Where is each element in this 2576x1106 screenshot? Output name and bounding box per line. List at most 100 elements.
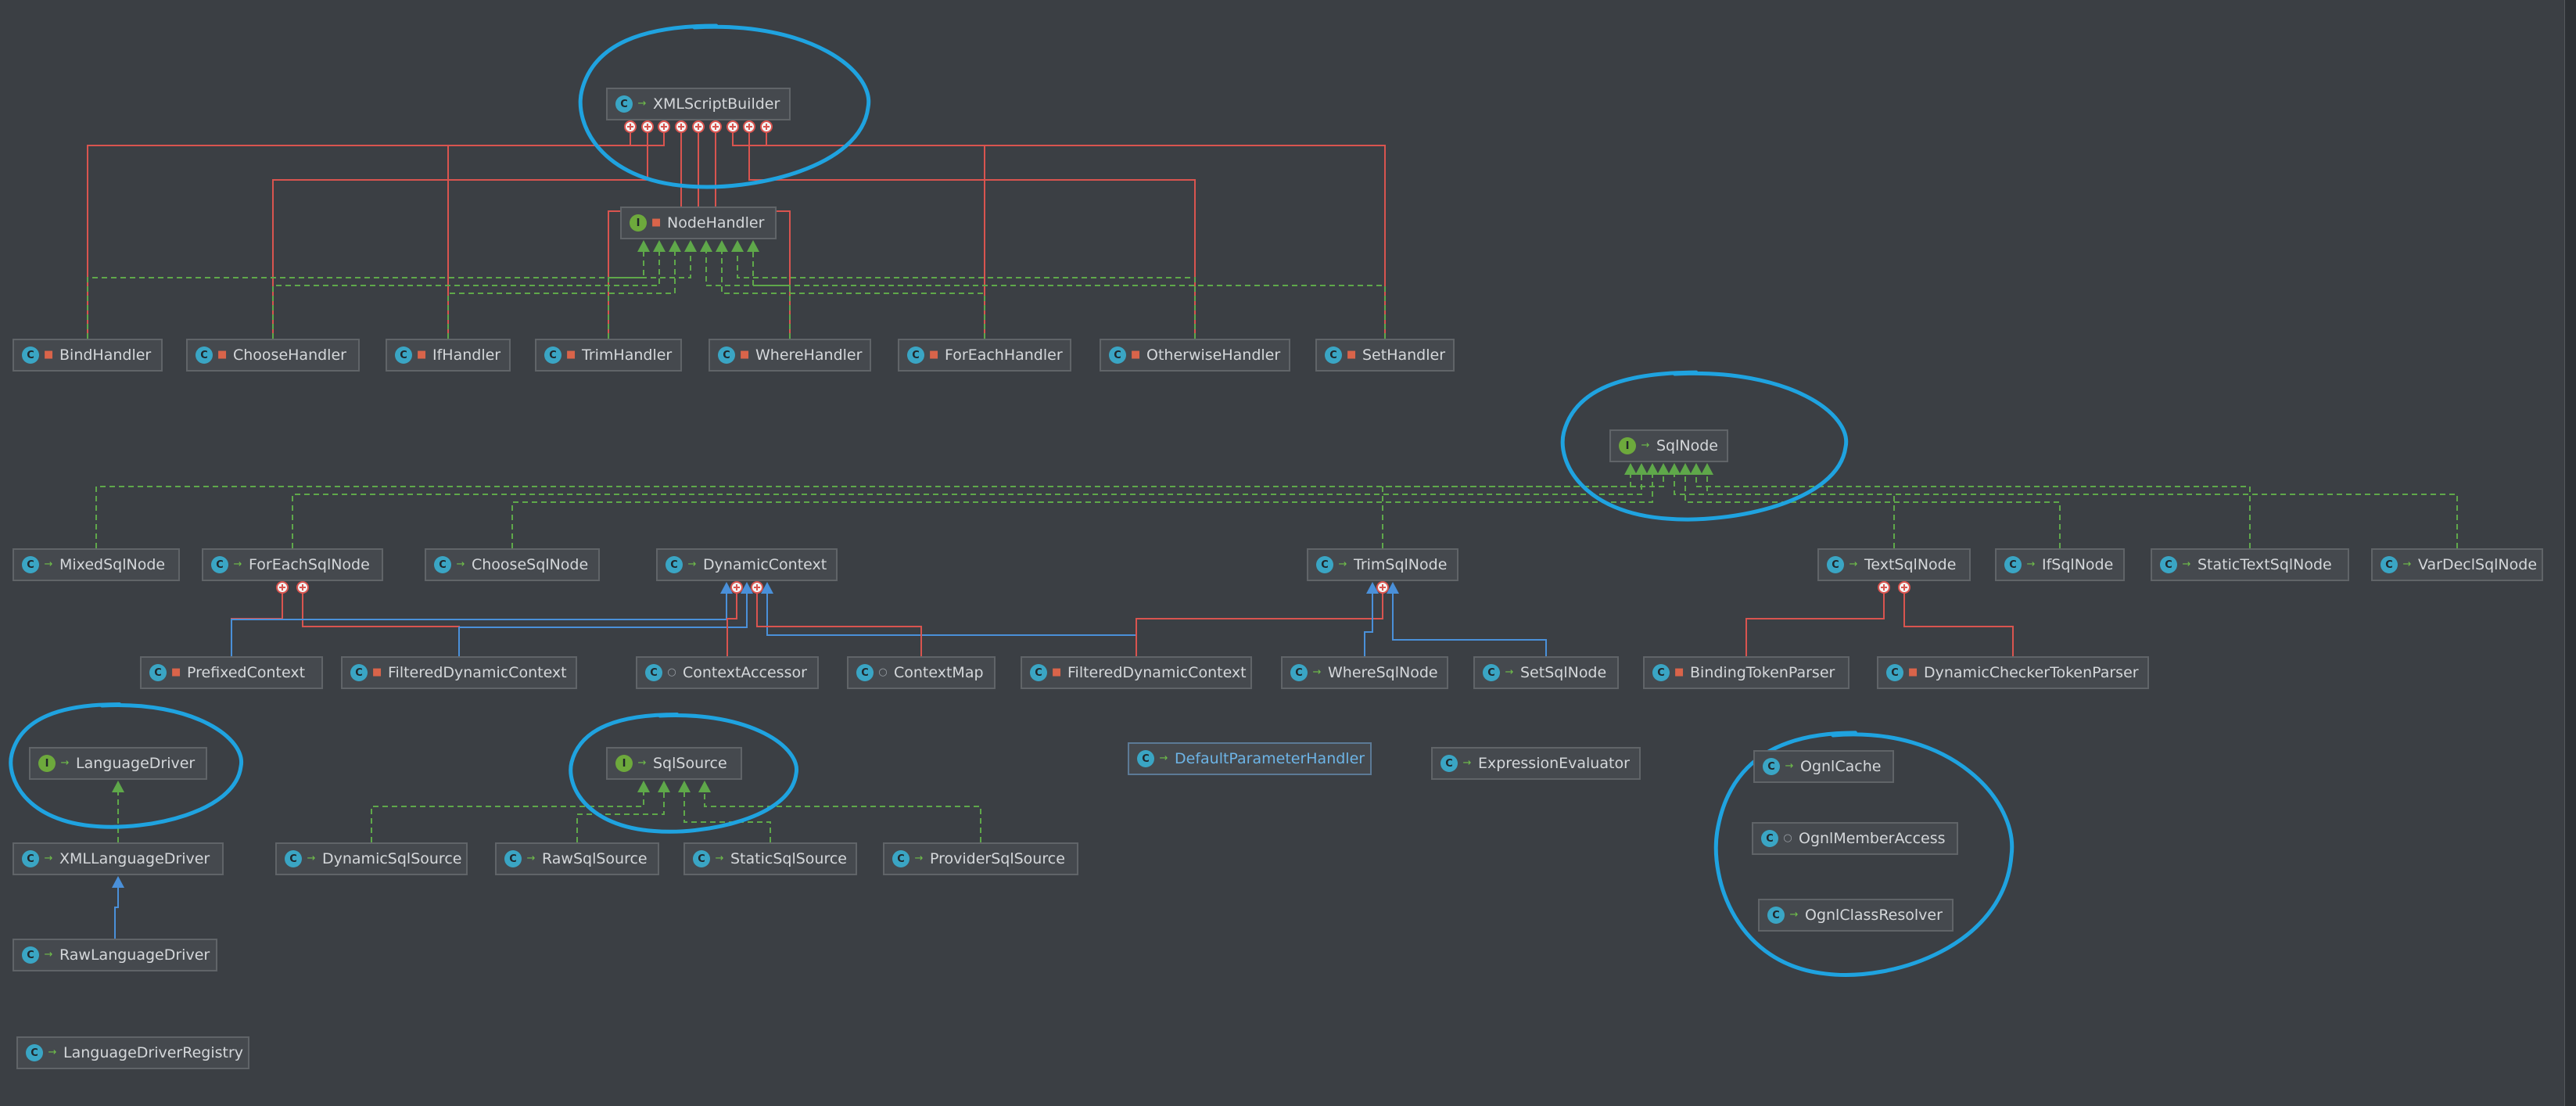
class-node-choosehandler[interactable]: C■ChooseHandler (186, 339, 360, 372)
class-icon: C (26, 1044, 43, 1061)
class-node-staticsqlsource[interactable]: C→StaticSqlSource (683, 842, 857, 875)
class-name: IfSqlNode (2042, 556, 2114, 573)
class-node-trimsqlnode[interactable]: C→TrimSqlNode (1307, 548, 1458, 581)
class-node-statictextsqlnode[interactable]: C→StaticTextSqlNode (2151, 548, 2349, 581)
class-icon: C (1109, 347, 1126, 364)
class-node-dynamiccontext[interactable]: C→DynamicContext (656, 548, 838, 581)
class-node-sethandler[interactable]: C■SetHandler (1315, 339, 1455, 372)
right-scroll-edge[interactable] (2564, 0, 2576, 1106)
class-node-textsqlnode[interactable]: C→TextSqlNode (1817, 548, 1971, 581)
implements-arrowhead (1701, 463, 1713, 475)
public-icon: → (715, 853, 724, 864)
class-node-bindingtokenparser[interactable]: C■BindingTokenParser (1643, 656, 1849, 689)
edge-implements (704, 791, 981, 842)
class-node-trimhandler[interactable]: C■TrimHandler (535, 339, 682, 372)
public-icon: → (637, 757, 647, 769)
interface-icon: I (1619, 437, 1636, 454)
class-node-rawsqlsource[interactable]: C→RawSqlSource (495, 842, 659, 875)
class-node-defaultparameterhandler[interactable]: C→DefaultParameterHandler (1128, 742, 1372, 775)
class-icon: C (196, 347, 213, 364)
class-node-setsqlnode[interactable]: C→SetSqlNode (1473, 656, 1619, 689)
edge-implements (95, 473, 1631, 548)
class-node-bindhandler[interactable]: C■BindHandler (13, 339, 163, 372)
class-node-expressionevaluator[interactable]: C→ExpressionEvaluator (1431, 747, 1641, 780)
extends-arrowhead (720, 582, 733, 594)
class-icon: C (504, 850, 522, 867)
edge-extends (231, 592, 727, 656)
lock-icon: ■ (1908, 666, 1918, 678)
interface-icon: I (630, 214, 647, 232)
lock-icon: ■ (1131, 349, 1141, 361)
class-icon: C (907, 347, 924, 364)
class-node-ifsqlnode[interactable]: C→IfSqlNode (1995, 548, 2125, 581)
class-node-sqlnode[interactable]: I→SqlNode (1609, 429, 1728, 462)
class-icon: C (22, 556, 39, 573)
class-node-wheresqlnode[interactable]: C→WhereSqlNode (1281, 656, 1448, 689)
class-name: DynamicContext (703, 556, 827, 573)
class-node-dynamicsqlsource[interactable]: C→DynamicSqlSource (275, 842, 468, 875)
class-node-contextaccessor[interactable]: C○ContextAccessor (636, 656, 819, 689)
class-node-providersqlsource[interactable]: C→ProviderSqlSource (883, 842, 1078, 875)
class-icon: C (718, 347, 735, 364)
class-icon: C (1827, 556, 1844, 573)
class-name: ProviderSqlSource (930, 850, 1065, 867)
class-name: ForEachHandler (945, 347, 1063, 364)
class-icon: C (1767, 907, 1785, 924)
public-icon: → (44, 558, 53, 570)
class-icon: C (1137, 750, 1154, 767)
class-node-choosesqlnode[interactable]: C→ChooseSqlNode (425, 548, 600, 581)
implements-arrowhead (653, 240, 666, 252)
implements-arrowhead (1690, 463, 1702, 475)
class-node-ognlcache[interactable]: C→OgnlCache (1753, 750, 1894, 783)
circle-sqlnode (1560, 370, 1849, 522)
public-icon: → (48, 1047, 57, 1058)
class-node-rawlanguagedriver[interactable]: C→RawLanguageDriver (13, 939, 217, 971)
class-node-mixedsqlnode[interactable]: C→MixedSqlNode (13, 548, 180, 581)
class-node-languagedriverregistry[interactable]: C→LanguageDriverRegistry (16, 1036, 249, 1069)
class-node-xmlscriptbuilder[interactable]: C→XMLScriptBuilder (606, 88, 791, 120)
class-node-xmllanguagedriver[interactable]: C→XMLLanguageDriver (13, 842, 224, 875)
class-name: OgnlClassResolver (1805, 907, 1943, 924)
class-node-sqlsource[interactable]: I→SqlSource (606, 747, 742, 780)
class-node-wherehandler[interactable]: C■WhereHandler (709, 339, 871, 372)
implements-arrowhead (637, 240, 650, 252)
public-icon: → (1789, 909, 1799, 921)
class-node-ognlmemberaccess[interactable]: C○OgnlMemberAccess (1752, 822, 1958, 855)
class-node-filtereddynamiccontext1[interactable]: C■FilteredDynamicContext (341, 656, 577, 689)
edge-implements (272, 250, 660, 339)
extends-arrowhead (1387, 582, 1399, 594)
class-node-languagedriver[interactable]: I→LanguageDriver (29, 747, 207, 780)
edge-extends (766, 592, 1137, 656)
class-name: ContextMap (894, 664, 984, 681)
package-icon: ○ (667, 666, 676, 678)
class-name: ForEachSqlNode (249, 556, 370, 573)
edge-implements (608, 250, 691, 339)
edge-implements (1382, 473, 1664, 548)
class-name: DynamicSqlSource (322, 850, 462, 867)
edge-implements (721, 250, 985, 339)
class-node-ifhandler[interactable]: C■IfHandler (386, 339, 511, 372)
class-icon: C (22, 347, 39, 364)
public-icon: → (1312, 666, 1322, 678)
class-icon: C (544, 347, 561, 364)
class-node-vardeclsqlnode[interactable]: C→VarDeclSqlNode (2371, 548, 2543, 581)
class-icon: C (892, 850, 909, 867)
class-icon: C (2160, 556, 2177, 573)
class-node-foreachhandler[interactable]: C ■ ForEachHandler (898, 339, 1071, 372)
class-node-filtereddynamiccontext2[interactable]: C■FilteredDynamicContext (1021, 656, 1252, 689)
class-node-ognlclassresolver[interactable]: C → OgnlClassResolver (1758, 899, 1954, 932)
class-name: SetSqlNode (1520, 664, 1607, 681)
class-node-foreachsqlnode[interactable]: C→ForEachSqlNode (202, 548, 383, 581)
class-node-contextmap[interactable]: C○ContextMap (847, 656, 996, 689)
class-node-dynamiccheckertokenparser[interactable]: C■DynamicCheckerTokenParser (1877, 656, 2149, 689)
class-node-prefixedcontext[interactable]: C■PrefixedContext (140, 656, 323, 689)
lock-icon: ■ (417, 349, 427, 361)
public-icon: → (1159, 752, 1168, 764)
class-node-nodehandler[interactable]: I■NodeHandler (620, 206, 777, 239)
lock-icon: ■ (372, 666, 382, 678)
class-node-otherwisehandler[interactable]: C■OtherwiseHandler (1100, 339, 1290, 372)
class-icon: C (1761, 830, 1778, 847)
edge-inner (1136, 587, 1383, 656)
edge-extends (114, 886, 119, 939)
lock-icon: ■ (929, 349, 939, 361)
